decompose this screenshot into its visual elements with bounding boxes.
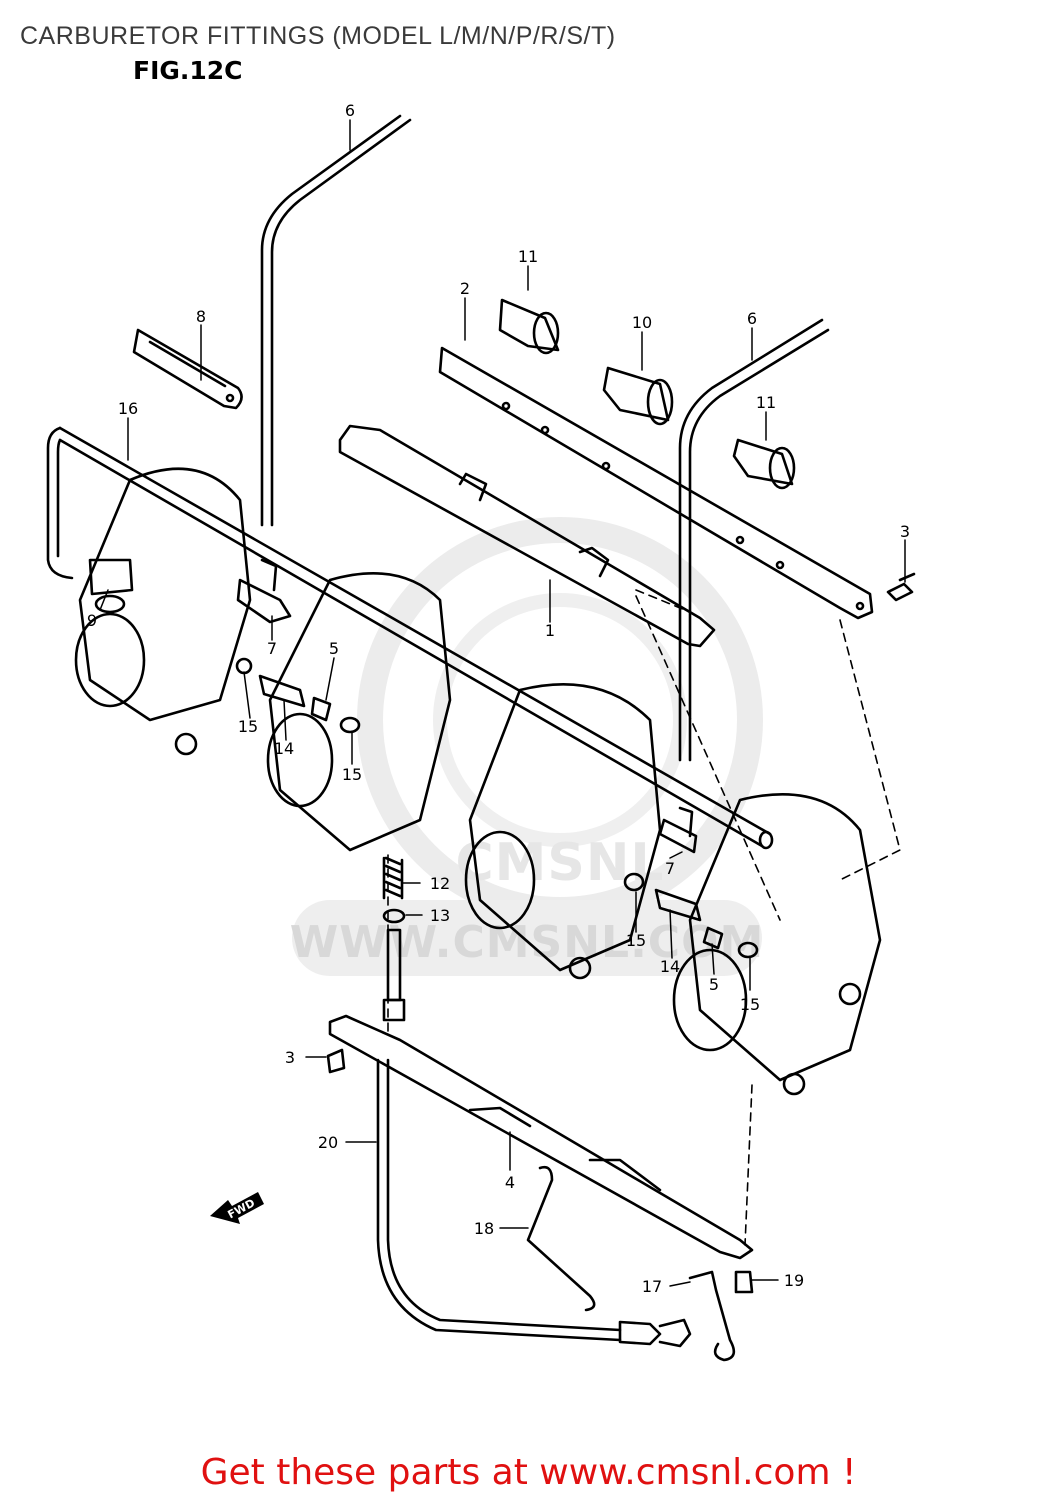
rod-18	[526, 1165, 596, 1312]
carburetor-2	[266, 572, 452, 852]
callout-9: 9	[87, 611, 97, 630]
callout-15c: 15	[626, 931, 646, 950]
callout-18: 18	[474, 1219, 494, 1238]
sleeve-10	[602, 366, 674, 426]
bolt-3a	[886, 572, 916, 602]
callout-6b: 6	[747, 309, 757, 328]
leader-lines	[99, 119, 906, 1287]
fitting-7b	[658, 806, 698, 854]
screw-19	[734, 1270, 754, 1294]
clip-5b	[702, 926, 724, 950]
vent-tube-6a	[260, 114, 412, 527]
bracket-plate-2	[438, 346, 874, 620]
sleeve-11b	[732, 438, 796, 490]
fitting-14b	[654, 888, 702, 922]
spring-12	[382, 856, 404, 900]
figure-label: FIG.12C	[133, 56, 243, 85]
callout-10: 10	[632, 313, 652, 332]
callout-7a: 7	[267, 639, 277, 658]
callout-16: 16	[118, 399, 138, 418]
callout-11a: 11	[518, 247, 538, 266]
callout-15d: 15	[740, 995, 760, 1014]
vent-tube-6b	[678, 318, 830, 762]
adjust-screw	[382, 928, 406, 1022]
callout-20: 20	[318, 1133, 338, 1152]
watermark: CMSNL WWW.CMSNL.COM	[290, 517, 765, 976]
carburetor-4	[672, 793, 882, 1096]
watermark-url: WWW.CMSNL.COM	[290, 917, 765, 968]
callout-8: 8	[196, 307, 206, 326]
sleeve-11a	[498, 298, 560, 355]
bolt-3b	[326, 1048, 346, 1074]
callout-17: 17	[642, 1277, 662, 1296]
callout-12: 12	[430, 874, 450, 893]
fwd-arrow-icon: FWD	[210, 1192, 264, 1224]
bracket-4	[328, 1014, 754, 1260]
bracket-1	[338, 424, 716, 648]
callout-6a: 6	[345, 101, 355, 120]
callout-2: 2	[460, 279, 470, 298]
callout-19: 19	[784, 1271, 804, 1290]
callout-5b: 5	[709, 975, 719, 994]
callout-15b: 15	[342, 765, 362, 784]
callout-labels: 6 11 2 10 6 8 11 16 3 1 9 7 5 15 14 15 1…	[87, 101, 910, 1296]
fwd-label: FWD	[226, 1196, 258, 1221]
carburetor-1	[74, 467, 252, 756]
callout-3b: 3	[285, 1048, 295, 1067]
callout-15a: 15	[238, 717, 258, 736]
throttle-cable-20	[376, 1058, 692, 1348]
cap-15b	[339, 716, 361, 734]
cap-15c	[623, 872, 645, 892]
callout-3a: 3	[900, 522, 910, 541]
cta-link[interactable]: Get these parts at www.cmsnl.com !	[200, 1452, 857, 1493]
watermark-logo-text: CMSNL	[455, 833, 664, 893]
fitting-7a	[236, 558, 292, 624]
clip-17	[688, 1270, 736, 1362]
callout-4: 4	[505, 1173, 515, 1192]
callout-14b: 14	[660, 957, 680, 976]
clip-5a	[310, 696, 332, 722]
callout-11b: 11	[756, 393, 776, 412]
callout-14a: 14	[274, 739, 294, 758]
callout-1: 1	[545, 621, 555, 640]
washer-13	[382, 908, 406, 924]
page-title: CARBURETOR FITTINGS (MODEL L/M/N/P/R/S/T…	[20, 22, 616, 50]
fuel-line-16	[46, 426, 774, 850]
bracket-8	[132, 328, 243, 410]
cap-15d	[737, 941, 759, 959]
callout-13: 13	[430, 906, 450, 925]
carburetor-3	[464, 683, 662, 980]
callout-7b: 7	[665, 859, 675, 878]
callout-5a: 5	[329, 639, 339, 658]
joint-9	[88, 558, 134, 614]
parts-diagram: CMSNL WWW.CMSNL.COM	[46, 101, 916, 1362]
